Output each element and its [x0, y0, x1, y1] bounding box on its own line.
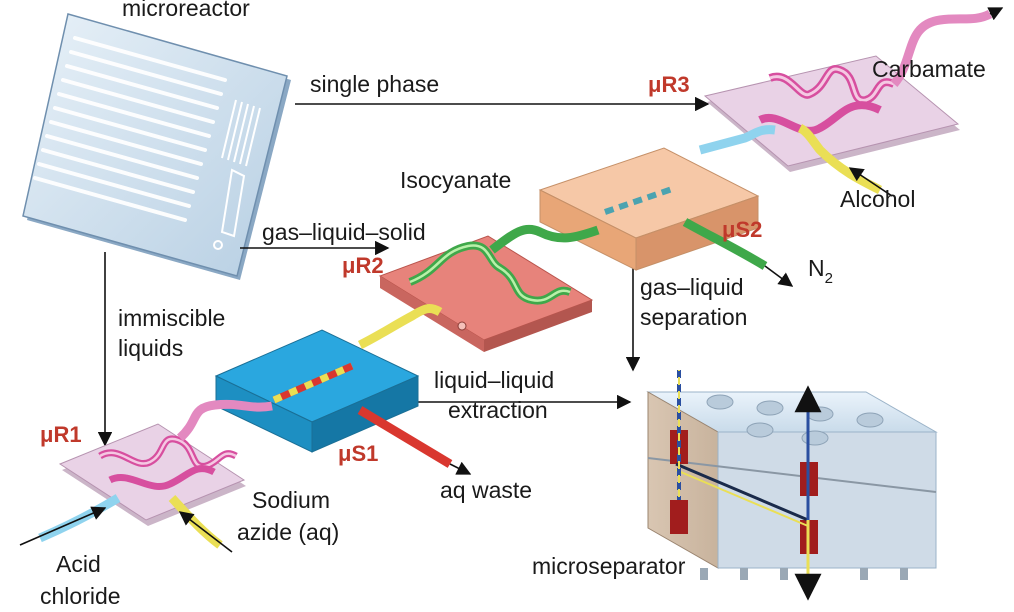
immiscible-label-line2: liquids [118, 335, 183, 361]
immiscible-label-line1: immiscible [118, 305, 225, 331]
carbamate-label: Carbamate [872, 56, 986, 82]
reactor-r3 [698, 7, 1004, 197]
reactor-r1 [19, 399, 273, 553]
alcohol-label: Alcohol [840, 186, 915, 212]
microreactor-label: microreactor [122, 0, 250, 21]
aq-waste-label: aq waste [440, 477, 532, 503]
unit-r1-label: μR1 [40, 422, 82, 447]
unit-r2-label: μR2 [342, 253, 384, 278]
gas-liquid-separation-label-line2: separation [640, 304, 747, 330]
acid-chloride-label-line1: Acid [56, 551, 101, 577]
unit-s1-label: μS1 [338, 441, 378, 466]
isocyanate-label: Isocyanate [400, 167, 511, 193]
sodium-azide-label-line2: azide (aq) [237, 519, 339, 545]
microseparator-device [646, 370, 938, 601]
liquid-liquid-label-line2: extraction [448, 397, 548, 423]
n2-label: N2 [808, 255, 833, 287]
gas-liquid-separation-label-line1: gas–liquid [640, 274, 744, 300]
separator-s1 [214, 304, 472, 475]
text-labels: microreactor single phase gas–liquid–sol… [40, 0, 986, 609]
sodium-azide-label-line1: Sodium [252, 487, 330, 513]
n2-label-base: N [808, 255, 825, 281]
flow-arrows [97, 96, 710, 447]
separator-s2-channel [604, 185, 676, 215]
unit-s2-label: μS2 [722, 217, 762, 242]
microreactor-chip [22, 13, 291, 280]
acid-chloride-label-line2: chloride [40, 583, 121, 609]
gas-liquid-solid-label: gas–liquid–solid [262, 219, 426, 245]
reactor-r2 [378, 224, 600, 352]
unit-r3-label: μR3 [648, 72, 690, 97]
liquid-liquid-label-line1: liquid–liquid [434, 367, 554, 393]
n2-label-subscript: 2 [825, 270, 833, 287]
single-phase-label: single phase [310, 71, 439, 97]
microseparator-label: microseparator [532, 553, 686, 579]
